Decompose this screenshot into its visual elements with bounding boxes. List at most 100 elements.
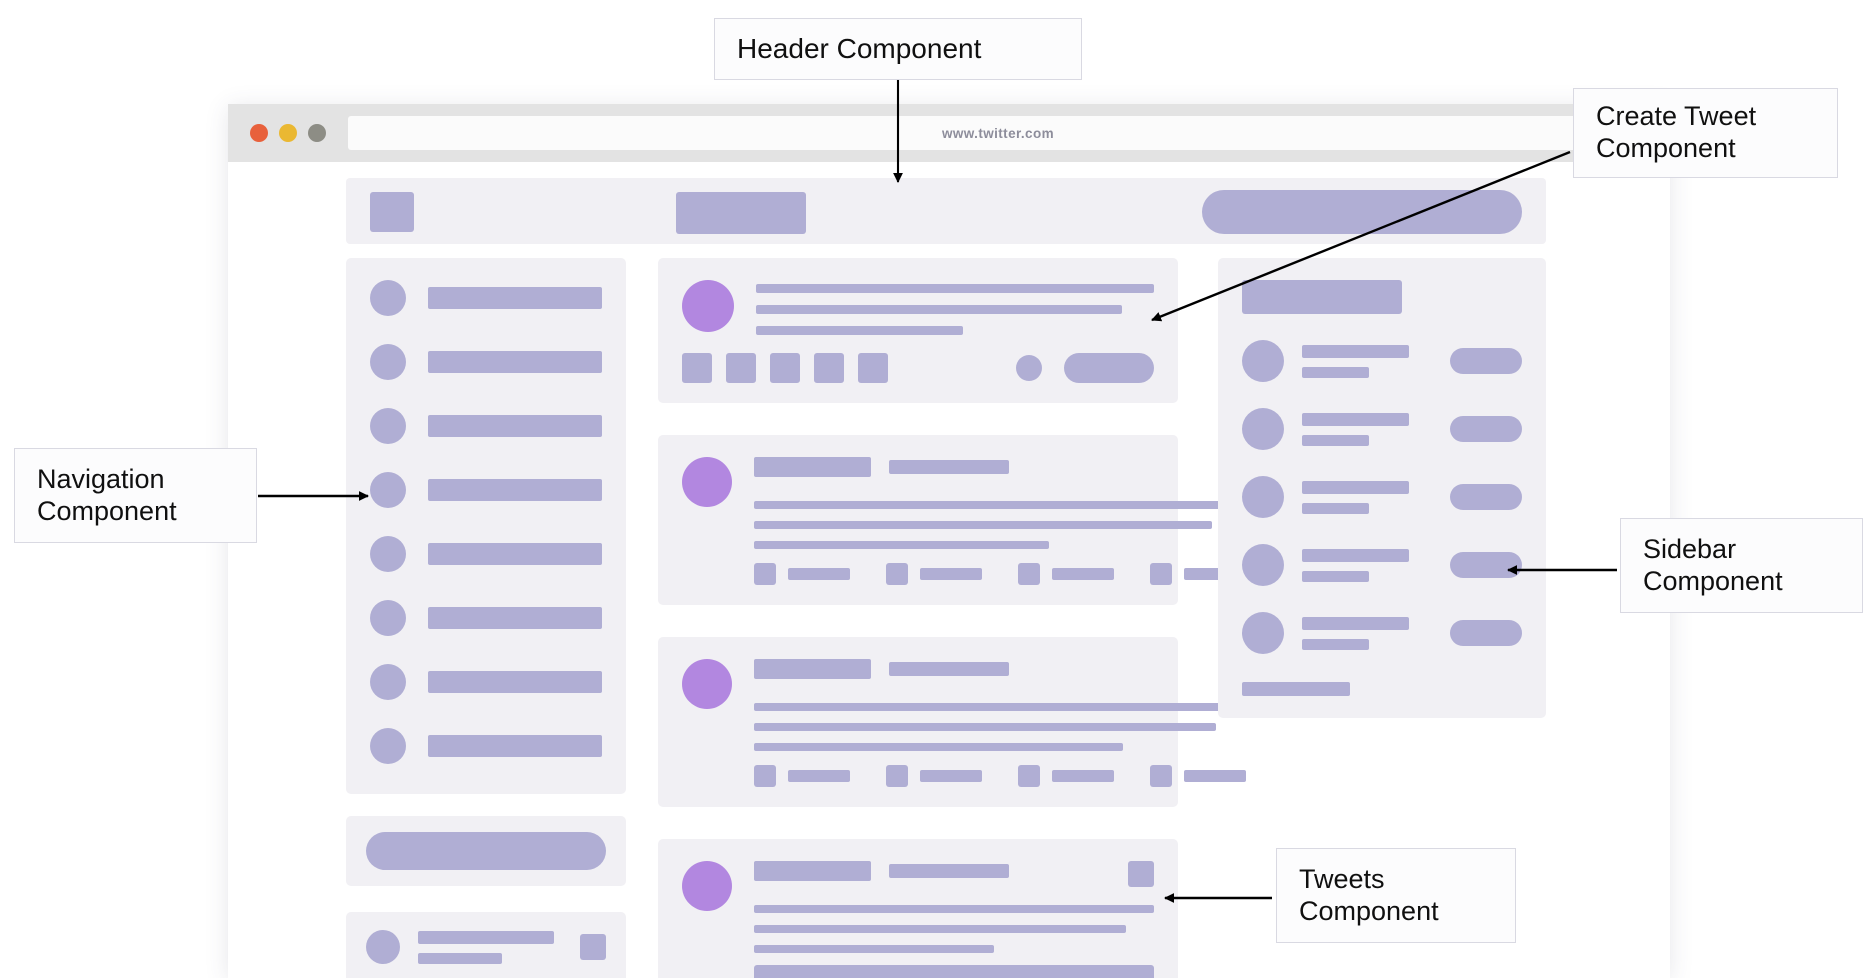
nav-item-icon bbox=[370, 344, 406, 380]
follow-button[interactable] bbox=[1450, 620, 1522, 646]
annotation-tweets-component: Tweets Component bbox=[1276, 848, 1516, 943]
nav-item-label bbox=[428, 607, 602, 629]
annotation-create-tweet-component: Create Tweet Component bbox=[1573, 88, 1838, 178]
suggestion-handle bbox=[1302, 502, 1369, 514]
avatar bbox=[1242, 340, 1284, 382]
like-action[interactable] bbox=[1018, 563, 1114, 585]
nav-item-label bbox=[428, 287, 602, 309]
like-action[interactable] bbox=[1018, 765, 1114, 787]
reply-count bbox=[788, 568, 850, 580]
tweet-row bbox=[682, 659, 1246, 787]
create-tweet-component bbox=[658, 258, 1178, 403]
tweet-item[interactable] bbox=[658, 435, 1246, 605]
retweet-count bbox=[920, 568, 982, 580]
close-window-icon[interactable] bbox=[250, 124, 268, 142]
avatar bbox=[682, 457, 732, 507]
compose-tweet-button[interactable] bbox=[366, 832, 606, 870]
reply-count bbox=[788, 770, 850, 782]
follow-button[interactable] bbox=[1450, 552, 1522, 578]
compose-text-line bbox=[756, 326, 963, 335]
maximize-window-icon[interactable] bbox=[308, 124, 326, 142]
reply-action[interactable] bbox=[754, 563, 850, 585]
browser-chrome: www.twitter.com bbox=[228, 104, 1670, 162]
header-component bbox=[346, 178, 1546, 244]
emoji-icon[interactable] bbox=[814, 353, 844, 383]
like-count bbox=[1052, 568, 1114, 580]
tweet-text bbox=[754, 501, 1246, 549]
more-options-icon[interactable] bbox=[580, 934, 606, 960]
annotation-label: Navigation Component bbox=[37, 463, 177, 526]
tweet-author-handle bbox=[889, 460, 1009, 474]
suggestion-row[interactable] bbox=[1242, 340, 1522, 382]
follow-button[interactable] bbox=[1450, 416, 1522, 442]
attach-gif-icon[interactable] bbox=[726, 353, 756, 383]
suggestion-row[interactable] bbox=[1242, 544, 1522, 586]
sidebar-item-3[interactable] bbox=[370, 408, 602, 444]
tweet-media-placeholder[interactable] bbox=[754, 965, 1154, 978]
compose-text-line bbox=[756, 305, 1123, 314]
tweet-text-line bbox=[754, 925, 1126, 933]
account-profile-card[interactable] bbox=[346, 912, 626, 978]
share-action[interactable] bbox=[1150, 765, 1246, 787]
tweet-text-line bbox=[754, 945, 994, 953]
tweet-author-name bbox=[754, 659, 871, 679]
sidebar-item-4[interactable] bbox=[370, 472, 602, 508]
tweet-body bbox=[754, 659, 1246, 787]
sidebar-item-1[interactable] bbox=[370, 280, 602, 316]
annotation-navigation-component: Navigation Component bbox=[14, 448, 257, 543]
follow-button[interactable] bbox=[1450, 484, 1522, 510]
suggestion-name bbox=[1302, 548, 1410, 562]
schedule-icon[interactable] bbox=[858, 353, 888, 383]
suggestion-row[interactable] bbox=[1242, 612, 1522, 654]
nav-item-label bbox=[428, 671, 602, 693]
tweet-meta bbox=[754, 861, 1154, 887]
sidebar-item-8[interactable] bbox=[370, 728, 602, 764]
suggestion-row[interactable] bbox=[1242, 476, 1522, 518]
reply-action[interactable] bbox=[754, 765, 850, 787]
header-logo-placeholder[interactable] bbox=[370, 192, 414, 232]
compose-input[interactable] bbox=[756, 280, 1154, 335]
share-icon bbox=[1150, 765, 1172, 787]
more-options-icon[interactable] bbox=[1128, 861, 1154, 887]
nav-item-icon bbox=[370, 408, 406, 444]
header-search-placeholder[interactable] bbox=[676, 192, 806, 234]
submit-tweet-button[interactable] bbox=[1064, 353, 1154, 383]
sidebar-item-2[interactable] bbox=[370, 344, 602, 380]
tweet-actions bbox=[754, 563, 1246, 585]
heart-icon bbox=[1018, 563, 1040, 585]
tweet-text-line bbox=[754, 905, 1154, 913]
nav-item-icon bbox=[370, 600, 406, 636]
attach-image-icon[interactable] bbox=[682, 353, 712, 383]
tweet-item[interactable] bbox=[658, 839, 1178, 978]
minimize-window-icon[interactable] bbox=[279, 124, 297, 142]
annotation-sidebar-component: Sidebar Component bbox=[1620, 518, 1863, 613]
profile-text-group bbox=[418, 930, 580, 964]
retweet-action[interactable] bbox=[886, 765, 982, 787]
suggestion-name bbox=[1302, 412, 1410, 426]
suggestion-handle bbox=[1302, 638, 1369, 650]
sidebar-item-6[interactable] bbox=[370, 600, 602, 636]
reply-icon bbox=[754, 765, 776, 787]
browser-window: www.twitter.com bbox=[228, 104, 1670, 978]
tweet-item[interactable] bbox=[658, 637, 1246, 807]
retweet-count bbox=[920, 770, 982, 782]
sidebar-item-7[interactable] bbox=[370, 664, 602, 700]
sidebar-item-5[interactable] bbox=[370, 536, 602, 572]
window-controls[interactable] bbox=[250, 124, 326, 142]
header-cta-placeholder[interactable] bbox=[1202, 190, 1522, 234]
tweet-text-line bbox=[754, 703, 1246, 711]
avatar bbox=[1242, 476, 1284, 518]
follow-button[interactable] bbox=[1450, 348, 1522, 374]
address-bar[interactable]: www.twitter.com bbox=[348, 116, 1648, 150]
tweet-meta bbox=[754, 457, 1246, 483]
nav-item-label bbox=[428, 351, 602, 373]
suggestion-row[interactable] bbox=[1242, 408, 1522, 450]
tweet-text-line bbox=[754, 501, 1246, 509]
tweet-text-line bbox=[754, 723, 1217, 731]
retweet-action[interactable] bbox=[886, 563, 982, 585]
poll-icon[interactable] bbox=[770, 353, 800, 383]
compose-button-card bbox=[346, 816, 626, 886]
tweet-text-line bbox=[754, 541, 1050, 549]
show-more-link-placeholder[interactable] bbox=[1242, 682, 1350, 696]
tweet-author-handle bbox=[889, 864, 1009, 878]
